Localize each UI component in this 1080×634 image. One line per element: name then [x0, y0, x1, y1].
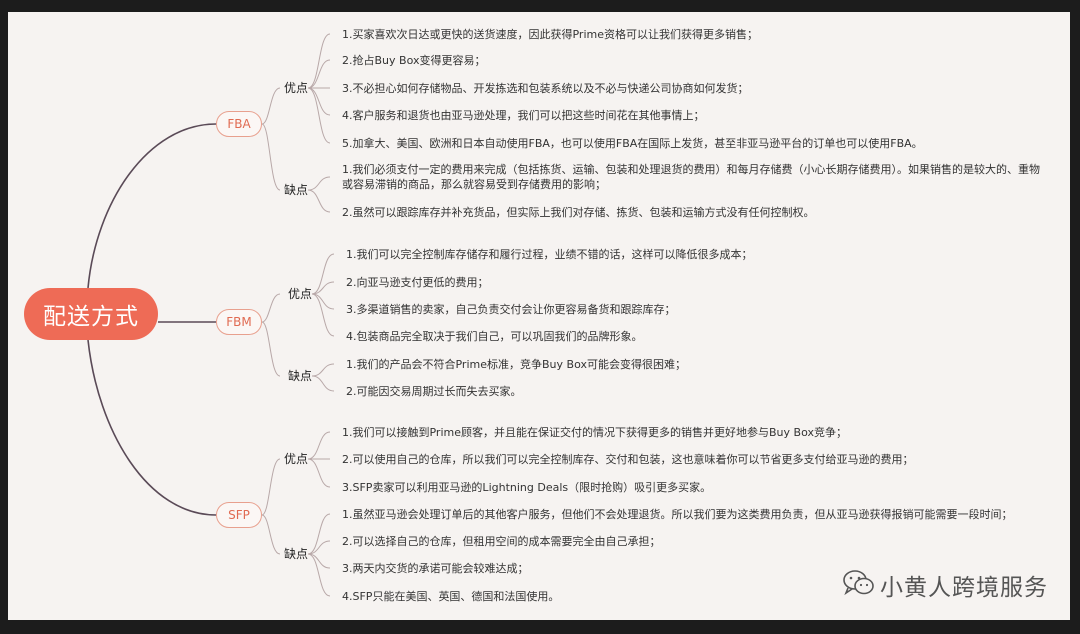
sfp-pro-item: 2.可以使用自己的仓库，所以我们可以完全控制库存、交付和包装，这也意味着你可以节… [342, 453, 914, 466]
fba-pro-item: 3.不必担心如何存储物品、开发拣选和包装系统以及不必与快递公司协商如何发货； [342, 82, 749, 95]
wechat-icon [842, 569, 876, 601]
fbm-pro-item: 4.包装商品完全取决于我们自己，可以巩固我们的品牌形象。 [346, 330, 643, 343]
fba-pro-item: 2.抢占Buy Box变得更容易； [342, 54, 486, 67]
sfp-con-item: 2.可以选择自己的仓库，但租用空间的成本需要完全由自己承担； [342, 535, 661, 548]
fba-con-item: 2.虽然可以跟踪库存并补充货品，但实际上我们对存储、拣货、包装和运输方式没有任何… [342, 206, 815, 219]
sfp-pro-item: 1.我们可以接触到Prime顾客，并且能在保证交付的情况下获得更多的销售并更好地… [342, 426, 847, 439]
watermark-text: 小黄人跨境服务 [880, 575, 1048, 601]
sfp-pro-item: 3.SFP卖家可以利用亚马逊的Lightning Deals（限时抢购）吸引更多… [342, 481, 712, 494]
fbm-pro-item: 1.我们可以完全控制库存储存和履行过程，业绩不错的话，这样可以降低很多成本； [346, 248, 753, 261]
sfp-con-item: 1.虽然亚马逊会处理订单后的其他客户服务，但他们不会处理退货。所以我们要为这类费… [342, 508, 1013, 521]
fba-pro-item: 1.买家喜欢次日达或更快的送货速度，因此获得Prime资格可以让我们获得更多销售… [342, 28, 758, 41]
fbm-con-item: 1.我们的产品会不符合Prime标准，竞争Buy Box可能会变得很困难； [346, 358, 686, 371]
fba-pro-item: 4.客户服务和退货也由亚马逊处理，我们可以把这些时间花在其他事情上； [342, 109, 705, 122]
fba-pro-item: 5.加拿大、美国、欧洲和日本自动使用FBA，也可以使用FBA在国际上发货，甚至非… [342, 137, 923, 150]
link-root-fba [87, 123, 217, 289]
root-node[interactable]: 配送方式 [24, 288, 158, 340]
link-root-sfp [87, 339, 217, 516]
fba-con-item: 1.我们必须支付一定的费用来完成（包括拣货、运输、包装和处理退货的费用）和每月存… [342, 163, 1040, 191]
fbm-pro-item: 2.向亚马逊支付更低的费用； [346, 276, 489, 289]
fba-cons-label[interactable]: 缺点 [284, 183, 309, 197]
branch-fbm[interactable]: FBM [216, 309, 262, 335]
mindmap-canvas: 配送方式 FBA 优点 1.买家喜欢次日达或更快的送货速度，因此获得Prime资… [8, 12, 1070, 620]
fbm-cons-label[interactable]: 缺点 [288, 369, 313, 383]
sfp-con-item: 3.两天内交货的承诺可能会较难达成； [342, 562, 529, 575]
fbm-pros-label[interactable]: 优点 [288, 287, 313, 301]
sfp-cons-label[interactable]: 缺点 [284, 547, 309, 561]
sfp-pros-label[interactable]: 优点 [284, 452, 309, 466]
fba-pros-label[interactable]: 优点 [284, 81, 309, 95]
fbm-con-item: 2.可能因交易周期过长而失去买家。 [346, 385, 522, 398]
branch-fba[interactable]: FBA [216, 111, 262, 137]
connector-lines [87, 33, 335, 597]
fbm-pro-item: 3.多渠道销售的卖家，自己负责交付会让你更容易备货和跟踪库存； [346, 303, 676, 316]
branch-sfp[interactable]: SFP [216, 502, 262, 528]
sfp-con-item: 4.SFP只能在美国、英国、德国和法国使用。 [342, 590, 560, 603]
watermark: 小黄人跨境服务 [842, 568, 1048, 602]
